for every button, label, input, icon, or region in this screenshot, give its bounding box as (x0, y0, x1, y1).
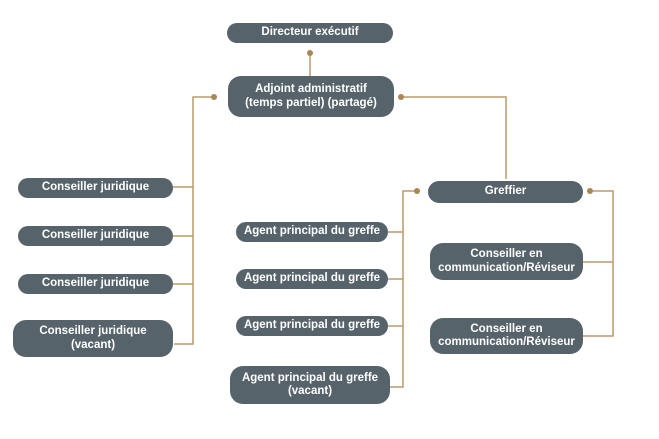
connector-left-trunk (174, 96, 212, 345)
connector-dot-greffier-right (587, 188, 593, 194)
node-conseiller-communication-1: Conseiller en communication/Réviseur (430, 243, 583, 280)
node-conseiller-juridique-2: Conseiller juridique (18, 226, 173, 246)
connector-greffier-right-trunk (583, 190, 614, 337)
node-greffier: Greffier (428, 181, 583, 203)
connector-dot-directeur (307, 50, 313, 56)
node-agent-principal-greffe-2: Agent principal du greffe (236, 269, 388, 289)
connector-greffier-left-trunk (390, 190, 415, 388)
connector-dot-greffier-left (414, 188, 420, 194)
node-directeur-executif: Directeur exécutif (227, 23, 393, 43)
node-adjoint-administratif: Adjoint administratif (temps partiel) (p… (228, 76, 394, 117)
node-conseiller-juridique-vacant: Conseiller juridique (vacant) (13, 320, 173, 357)
node-agent-principal-greffe-vacant: Agent principal du greffe (vacant) (230, 366, 390, 404)
node-agent-principal-greffe-3: Agent principal du greffe (236, 316, 388, 336)
node-conseiller-communication-2: Conseiller en communication/Réviseur (430, 318, 583, 354)
connector-dot-adjoint-left (211, 94, 217, 100)
node-agent-principal-greffe-1: Agent principal du greffe (236, 222, 388, 242)
connector-adjoint-greffier (403, 96, 507, 179)
node-conseiller-juridique-1: Conseiller juridique (18, 178, 173, 198)
node-conseiller-juridique-3: Conseiller juridique (18, 274, 173, 294)
connector-dot-adjoint-right (398, 94, 404, 100)
